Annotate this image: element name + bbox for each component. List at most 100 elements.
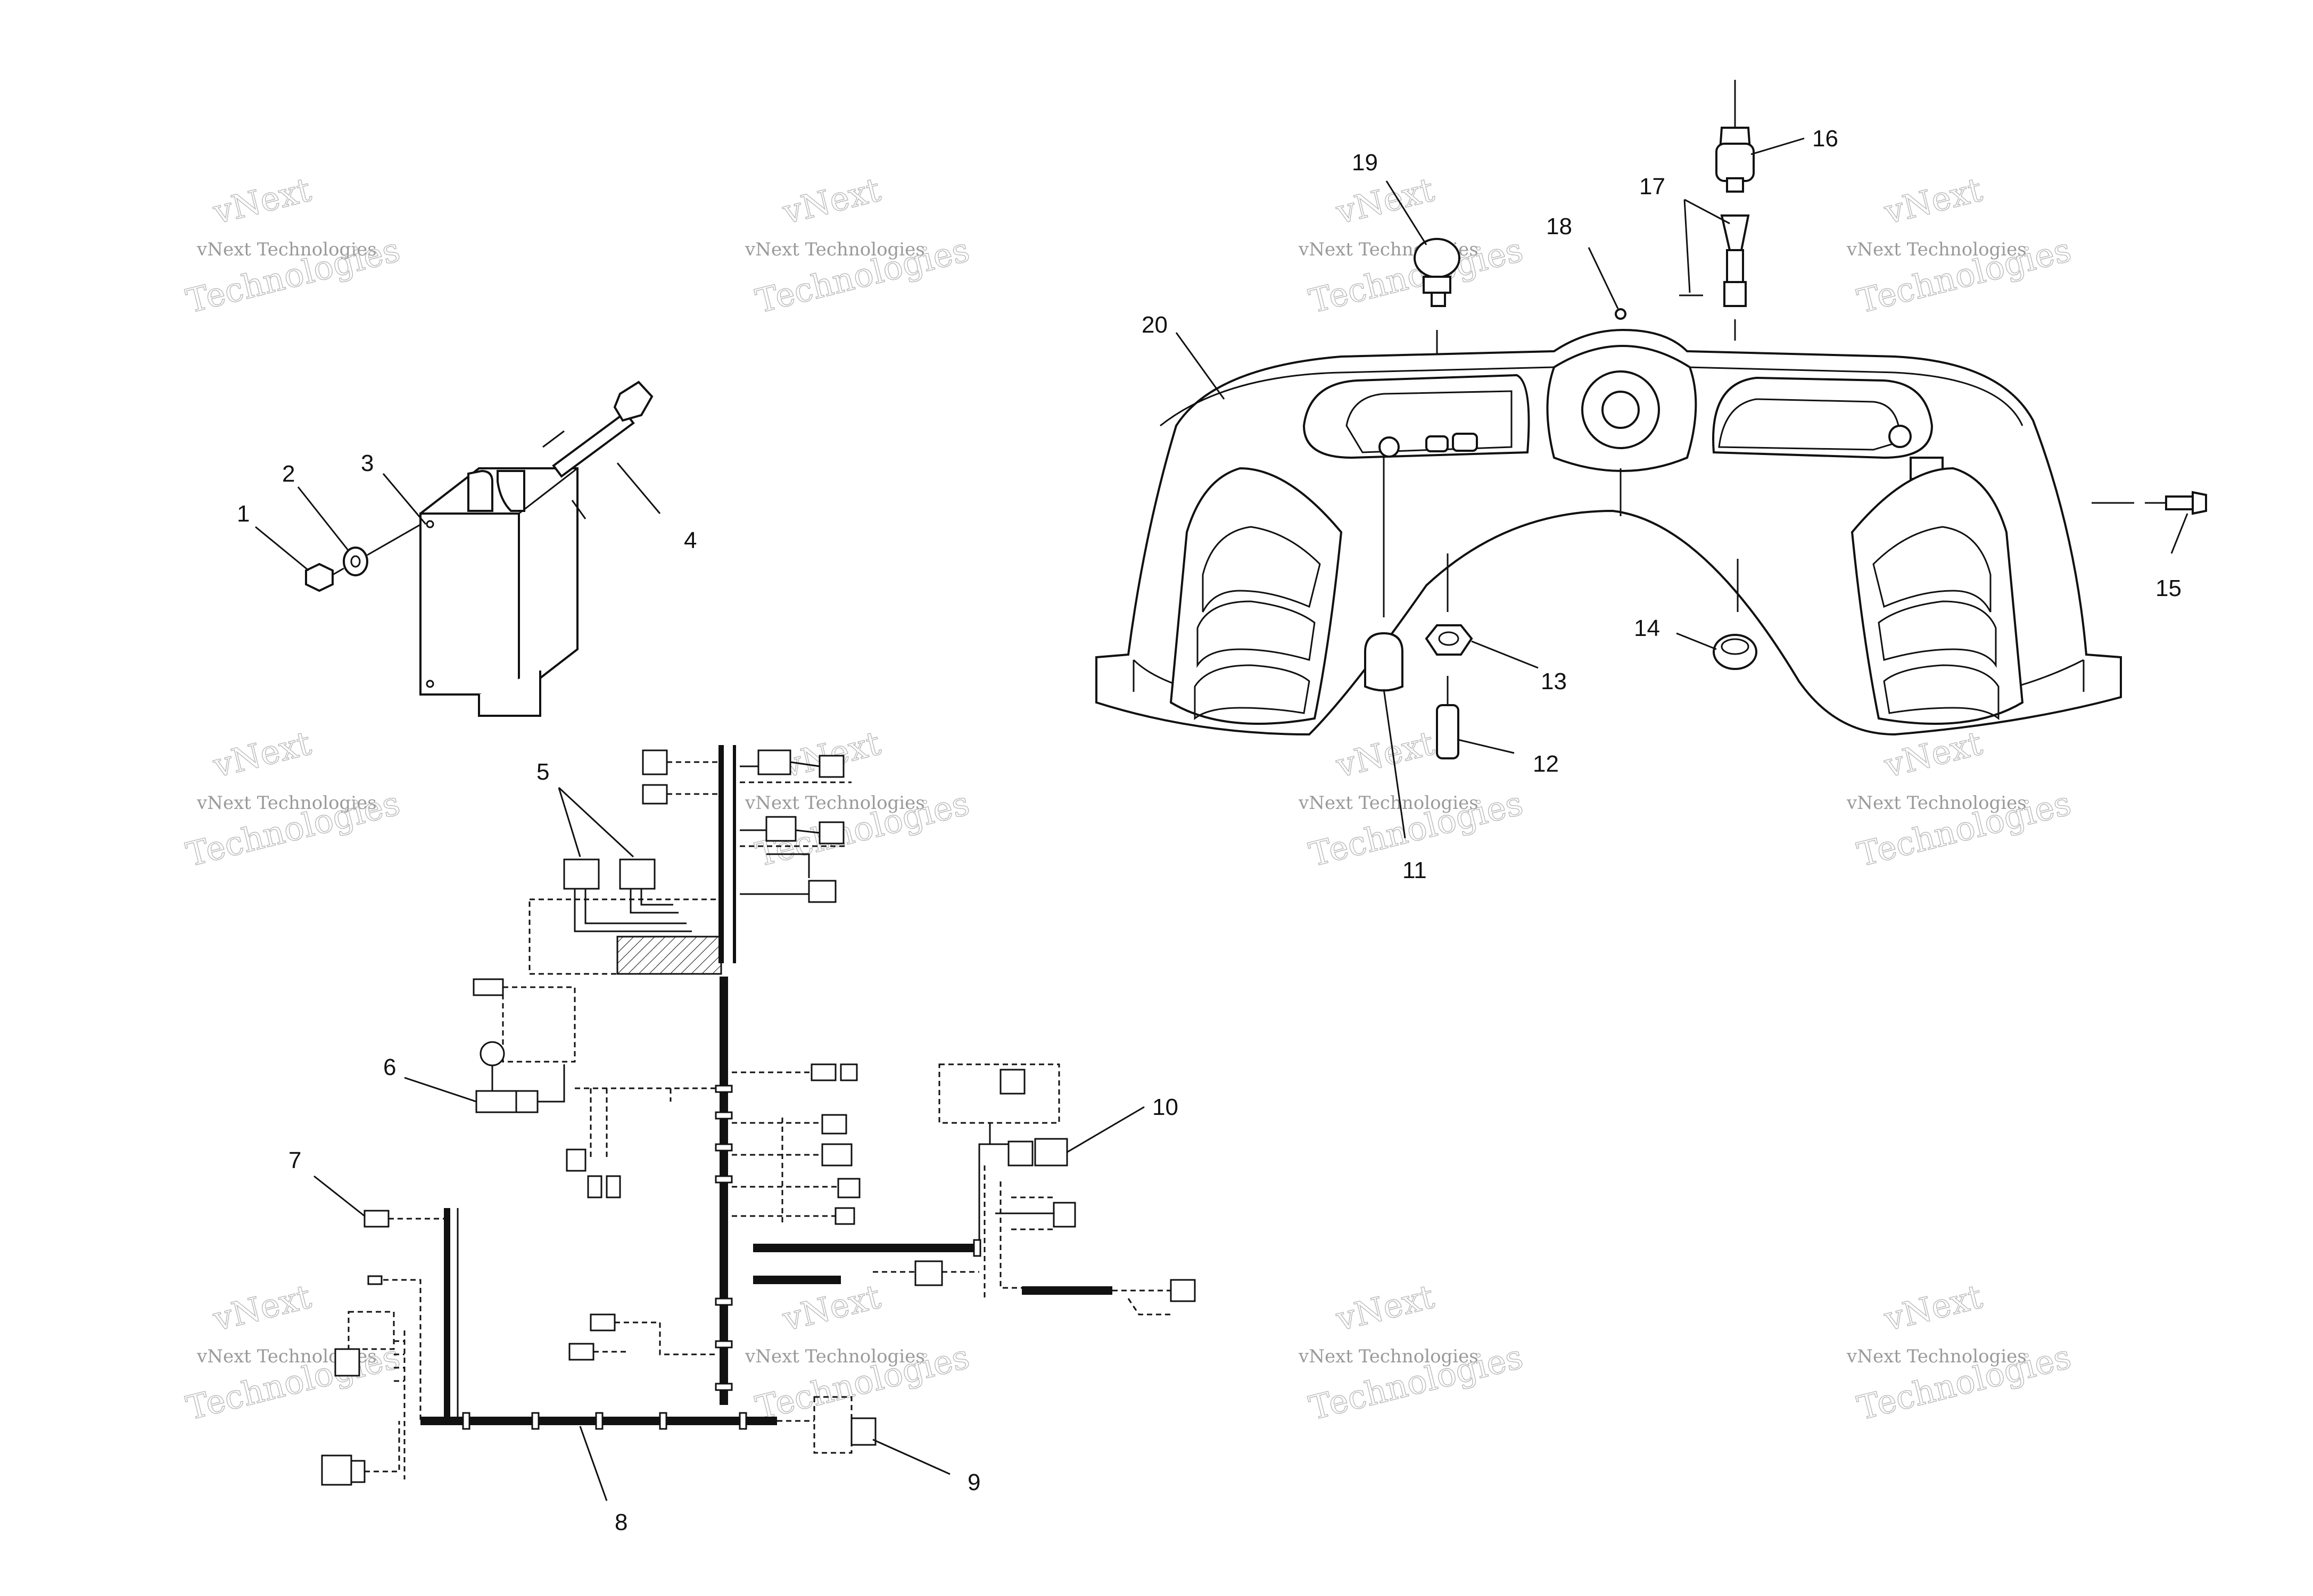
callout-1: 1 — [237, 501, 250, 527]
watermark: vNext vNext Technologies Technologies — [1846, 170, 2075, 321]
switch-opening — [1425, 435, 1449, 452]
fastener-axis — [332, 567, 344, 576]
gauge-part — [1414, 238, 1460, 354]
callout-5: 5 — [536, 759, 549, 785]
watermark: vNext vNext Technologies Technologies — [745, 723, 973, 875]
connector — [367, 1275, 383, 1285]
watermark-line1: vNext — [1880, 1277, 1986, 1338]
connector — [364, 1210, 390, 1228]
harness-group-outline — [813, 1396, 853, 1454]
right-instrument-recess — [1712, 376, 1934, 459]
connector — [819, 755, 845, 778]
watermark: vNext vNext Technologies Technologies — [1846, 1277, 2075, 1428]
watermark-line2: vNext Technologies — [745, 792, 925, 814]
relay-connector — [563, 858, 600, 890]
watermark-line2: vNext Technologies — [1846, 1346, 2027, 1367]
connector — [334, 1348, 360, 1377]
indicator-lamp — [1378, 436, 1400, 458]
watermark-line2: vNext Technologies — [745, 1346, 925, 1367]
connector — [821, 1143, 853, 1167]
watermark: vNext vNext Technologies Technologies — [182, 170, 404, 321]
connector — [1053, 1202, 1076, 1228]
connector — [473, 978, 504, 996]
callout-labels: 1 2 3 4 5 6 7 8 9 10 11 12 13 14 15 16 1… — [237, 126, 2182, 1535]
connector-block — [850, 1417, 877, 1446]
connector — [819, 821, 845, 845]
connector — [1007, 1140, 1034, 1167]
callout-4: 4 — [684, 527, 697, 553]
watermark-line2: vNext Technologies — [196, 239, 377, 260]
connector — [840, 1063, 858, 1081]
connector — [350, 1460, 366, 1483]
callout-18: 18 — [1546, 213, 1572, 239]
watermark-line1: vNext — [1880, 170, 1986, 231]
connector — [765, 816, 797, 842]
harness-group-outline — [502, 986, 576, 1063]
callout-15: 15 — [2155, 575, 2182, 601]
connector — [757, 749, 791, 775]
connector — [587, 1175, 602, 1198]
watermark-line1: vNext — [1332, 1277, 1438, 1338]
connector — [475, 1090, 517, 1113]
harness-group-outline — [348, 1311, 395, 1350]
connector — [1034, 1138, 1068, 1167]
watermark-line2: vNext Technologies — [1846, 239, 2027, 260]
connector — [837, 1178, 861, 1198]
wiring-harness — [321, 745, 1196, 1486]
console-assembly — [1095, 80, 2207, 759]
connector — [808, 880, 837, 903]
watermark-line2: vNext Technologies — [1846, 792, 2027, 814]
callout-19: 19 — [1352, 150, 1378, 176]
harness-group-outline — [528, 898, 722, 975]
callout-6: 6 — [383, 1054, 396, 1080]
watermark-line2: vNext Technologies — [1298, 1346, 1478, 1367]
callout-17: 17 — [1639, 173, 1665, 200]
callout-10: 10 — [1152, 1094, 1178, 1120]
connector — [566, 1148, 586, 1172]
watermark: vNext vNext Technologies Technologies — [182, 1277, 404, 1428]
connector — [590, 1313, 616, 1332]
harness-group-outline — [938, 1063, 1060, 1124]
callout-7: 7 — [288, 1147, 301, 1173]
module-assembly — [305, 381, 654, 717]
watermark-line1: vNext — [1332, 170, 1438, 231]
watermark-line1: vNext — [209, 1277, 315, 1338]
watermark: vNext vNext Technologies Technologies — [1846, 723, 2075, 875]
callout-20: 20 — [1142, 312, 1168, 338]
connector — [515, 1090, 539, 1113]
watermark-line1: vNext — [209, 723, 315, 785]
module-mount-tab — [497, 470, 525, 512]
callout-11: 11 — [1402, 857, 1427, 883]
callout-12: 12 — [1533, 751, 1559, 777]
right-vent — [1851, 467, 2024, 725]
harness-sleeve — [616, 936, 722, 975]
connector — [642, 784, 668, 805]
screw-part — [2092, 491, 2207, 515]
module-box-part — [419, 467, 579, 717]
switch-opening — [1452, 433, 1478, 452]
fuse-part — [1436, 676, 1459, 759]
rivet-part — [1615, 308, 1626, 320]
watermark-line2: vNext Technologies — [745, 239, 925, 260]
washer-hole — [350, 555, 361, 568]
callout-8: 8 — [615, 1509, 627, 1535]
watermark-line1: vNext — [779, 1277, 885, 1338]
watermark: vNext vNext Technologies Technologies — [1298, 170, 1527, 321]
connector — [811, 1063, 837, 1081]
watermark: vNext vNext Technologies Technologies — [745, 170, 973, 321]
connector — [606, 1175, 621, 1198]
washer-part — [343, 547, 368, 576]
module-bottom-tab — [478, 671, 541, 717]
watermark-line1: vNext — [779, 170, 885, 231]
connector — [1170, 1279, 1196, 1302]
connector — [321, 1454, 352, 1486]
callout-16: 16 — [1812, 126, 1838, 152]
left-instrument-recess — [1302, 374, 1530, 459]
module-mount-tab — [467, 469, 493, 512]
callout-9: 9 — [968, 1469, 980, 1495]
watermark-line2: vNext Technologies — [196, 792, 377, 814]
nut-part — [305, 563, 334, 592]
left-vent — [1169, 467, 1343, 725]
callout-3: 3 — [361, 450, 374, 476]
